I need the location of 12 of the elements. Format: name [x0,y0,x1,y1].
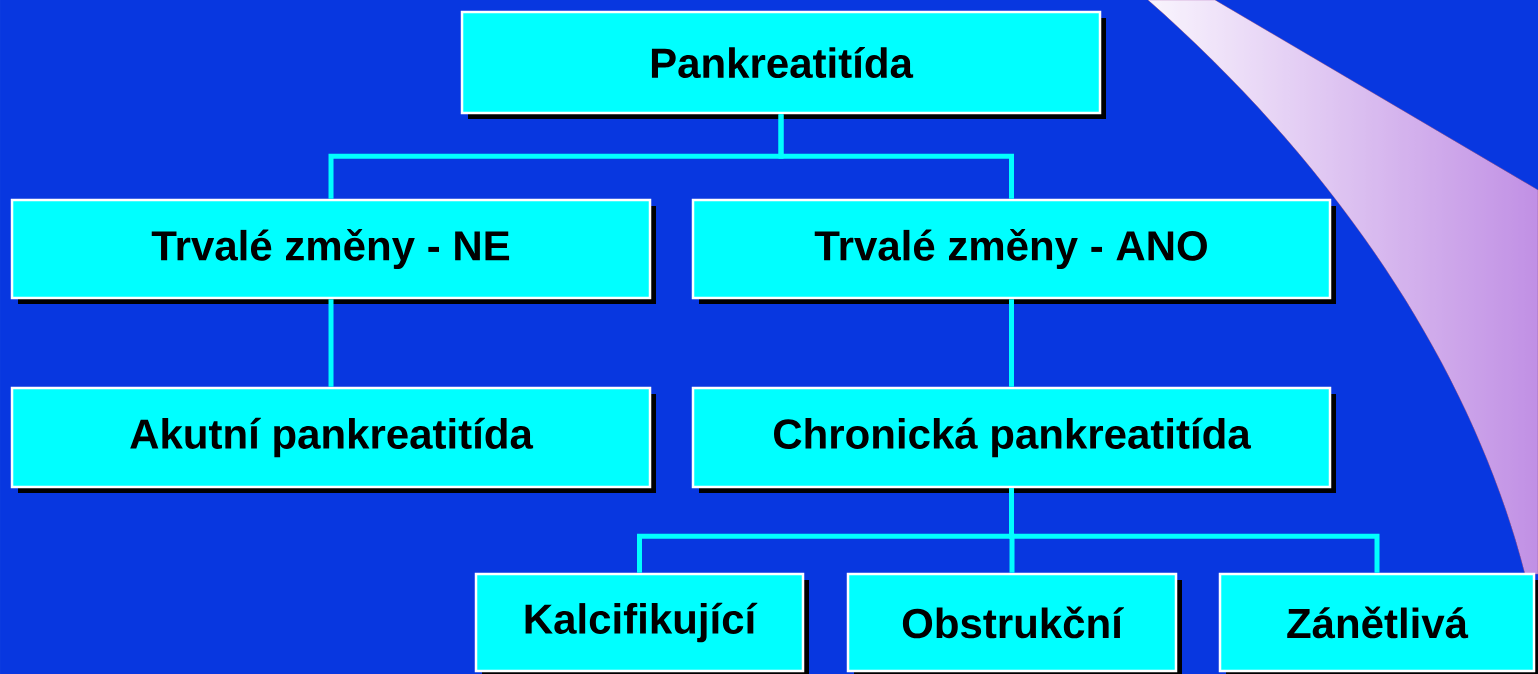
connector-line [1009,299,1014,387]
text-box: Zánětlivá [1218,572,1538,674]
connector-line [328,299,334,387]
text-box: Trvalé změny - ANO [691,198,1336,304]
text-box: Obstrukční [846,572,1182,674]
text-box: Trvalé změny - NE [10,198,656,304]
connector-line [778,114,1014,199]
text-box: Kalcifikující [474,572,809,674]
text-box: Pankreatitída [460,10,1106,119]
text-box: Akutní pankreatitída [10,386,656,493]
connector-line [1009,488,1380,573]
text-box: Chronická pankreatitída [691,386,1336,493]
